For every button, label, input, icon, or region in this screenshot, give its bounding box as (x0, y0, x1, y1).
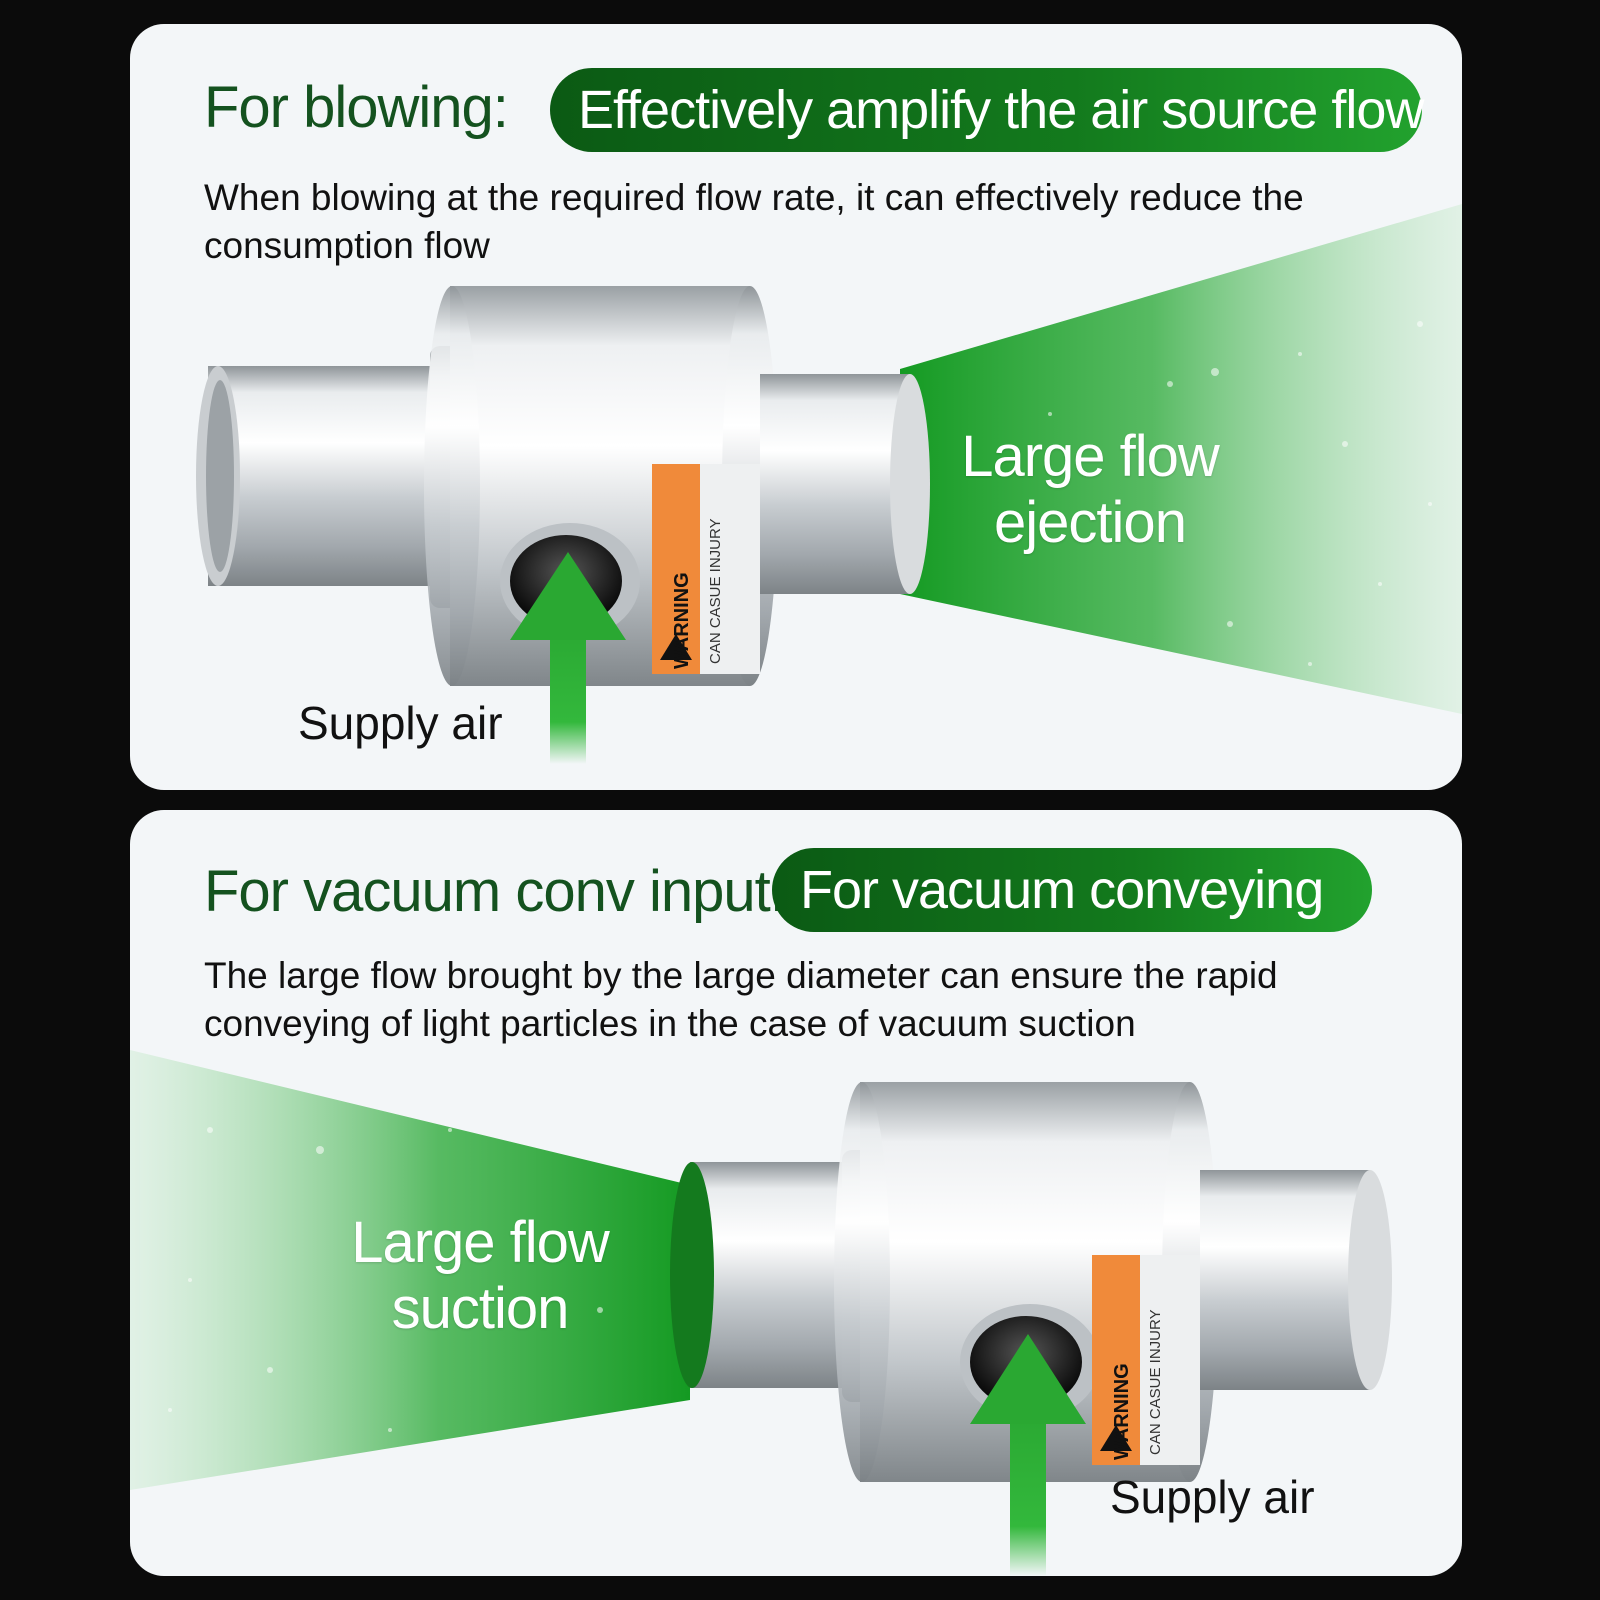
blowing-illustration: WARNING CAN CASUE INJURY (196, 204, 1462, 764)
vacuum-heading: For vacuum conv input: (204, 859, 786, 924)
warning-triangle-icon (660, 634, 692, 660)
suction-label: Large flow suction (330, 1210, 630, 1342)
warning-triangle-icon (1100, 1425, 1132, 1451)
blowing-card: WARNING CAN CASUE INJURY For blowing: Ef… (130, 24, 1462, 790)
ejection-label-line2: ejection (994, 490, 1187, 555)
suction-label-line1: Large flow (351, 1210, 610, 1275)
warning-subtext: CAN CASUE INJURY (1147, 1309, 1164, 1455)
vacuum-pill: For vacuum conveying (772, 848, 1372, 932)
blowing-supply-label: Supply air (298, 697, 503, 749)
suction-beam (130, 1050, 690, 1490)
vacuum-supply-label: Supply air (1110, 1471, 1315, 1523)
blowing-description: When blowing at the required flow rate, … (204, 177, 1304, 266)
warning-label (652, 464, 760, 674)
supply-arrow-icon (970, 1334, 1086, 1576)
supply-arrow-icon (510, 552, 626, 764)
blowing-heading: For blowing: (204, 75, 509, 140)
warning-subtext: CAN CASUE INJURY (707, 518, 724, 664)
suction-label-line2: suction (391, 1276, 570, 1341)
warning-text: WARNING (671, 572, 693, 669)
ejection-label: Large flow ejection (950, 424, 1230, 556)
blowing-pill: Effectively amplify the air source flow (550, 68, 1424, 152)
vacuum-description: The large flow brought by the large diam… (204, 955, 1278, 1044)
vacuum-card: WARNING CAN CASUE INJURY For vacuum conv… (130, 810, 1462, 1576)
warning-text: WARNING (1111, 1363, 1133, 1460)
ejection-beam (900, 204, 1462, 714)
ejection-label-line1: Large flow (961, 424, 1220, 489)
warning-label (1092, 1255, 1200, 1465)
vacuum-illustration: WARNING CAN CASUE INJURY (130, 1050, 1392, 1576)
